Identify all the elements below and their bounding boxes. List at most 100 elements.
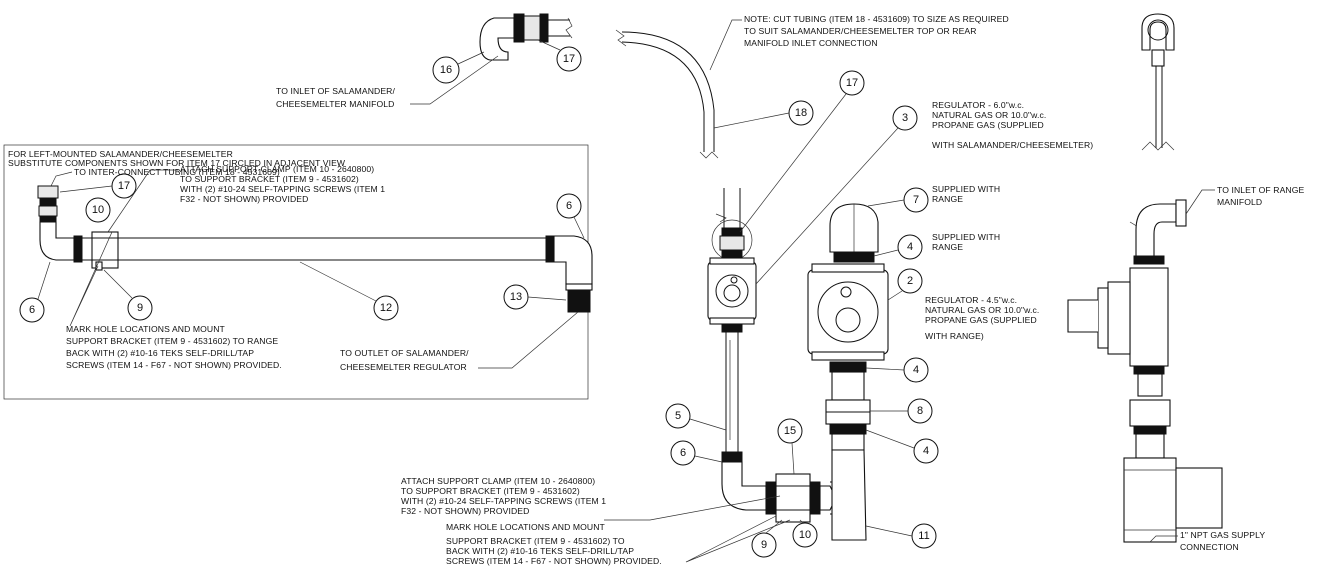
top-elbow-16 bbox=[479, 17, 515, 61]
svg-text:5: 5 bbox=[675, 410, 681, 422]
leader bbox=[107, 169, 178, 233]
leader bbox=[709, 19, 742, 71]
side-view-tee bbox=[1123, 457, 1177, 543]
balloon-17-inset: 17 bbox=[111, 173, 137, 199]
svg-text:4: 4 bbox=[913, 364, 919, 376]
inset-fitting bbox=[565, 283, 593, 291]
svg-text:12: 12 bbox=[380, 302, 392, 314]
balloon-16: 16 bbox=[432, 56, 460, 84]
balloon-4-a: 4 bbox=[897, 234, 923, 260]
break-line bbox=[715, 213, 727, 223]
svg-text:2: 2 bbox=[907, 275, 913, 287]
to-outlet-salamander-label: TO OUTLET OF SALAMANDER/ CHEESEMELTER RE… bbox=[340, 348, 471, 372]
top-nut bbox=[513, 13, 525, 43]
balloon-13: 13 bbox=[503, 284, 529, 310]
break-line bbox=[699, 151, 719, 159]
svg-text:16: 16 bbox=[440, 64, 452, 76]
balloon-6-main: 6 bbox=[670, 440, 696, 466]
mark-hole-inset-label: MARK HOLE LOCATIONS AND MOUNT SUPPORT BR… bbox=[66, 324, 282, 370]
balloon-6-inset-right: 6 bbox=[556, 193, 582, 219]
leader bbox=[1149, 535, 1178, 543]
to-interconnect-label: TO INTER-CONNECT TUBING (ITEM 18 - 45316… bbox=[74, 167, 280, 177]
elbow-6 bbox=[721, 461, 767, 511]
tube-18 bbox=[621, 41, 705, 152]
svg-text:9: 9 bbox=[137, 302, 143, 314]
tee-11 bbox=[831, 449, 867, 541]
break-line bbox=[565, 17, 573, 39]
balloon-9-inset: 9 bbox=[127, 295, 153, 321]
balloon-6-inset-left: 6 bbox=[19, 297, 45, 323]
tube-18 bbox=[621, 31, 715, 152]
balloon-9-main: 9 bbox=[751, 532, 777, 558]
inset-elbow-left bbox=[39, 221, 75, 261]
leader bbox=[1185, 189, 1215, 215]
leader bbox=[604, 495, 781, 521]
balloon-10-inset: 10 bbox=[85, 197, 111, 223]
to-inlet-salamander-label: TO INLET OF SALAMANDER/ CHEESEMELTER MAN… bbox=[276, 86, 397, 109]
balloon-8: 8 bbox=[907, 398, 933, 424]
svg-text:4: 4 bbox=[907, 241, 913, 253]
balloon-18: 18 bbox=[788, 100, 814, 126]
side-view-fitting bbox=[1141, 13, 1175, 51]
svg-text:18: 18 bbox=[795, 107, 807, 119]
balloon-15: 15 bbox=[777, 418, 803, 444]
svg-text:13: 13 bbox=[510, 291, 522, 303]
top-fitting-17 bbox=[523, 15, 541, 41]
nut-4 bbox=[833, 251, 875, 263]
left-mounted-title: FOR LEFT-MOUNTED SALAMANDER/CHEESEMELTER… bbox=[8, 149, 346, 168]
break-line bbox=[1141, 141, 1175, 151]
svg-text:17: 17 bbox=[118, 180, 130, 192]
side-view-elbow bbox=[1135, 203, 1177, 257]
svg-text:6: 6 bbox=[29, 304, 35, 316]
balloon-2: 2 bbox=[897, 268, 923, 294]
nut bbox=[721, 451, 743, 463]
to-inlet-range-label: TO INLET OF RANGE MANIFOLD bbox=[1217, 185, 1307, 207]
top-nut bbox=[539, 13, 549, 43]
leader bbox=[49, 171, 73, 189]
regulator-3 bbox=[707, 261, 757, 321]
svg-text:7: 7 bbox=[913, 194, 919, 206]
leader bbox=[478, 311, 579, 369]
svg-text:17: 17 bbox=[846, 77, 858, 89]
balloon-3: 3 bbox=[892, 105, 918, 131]
balloon-17-top: 17 bbox=[556, 46, 582, 72]
regulator-range-label: REGULATOR - 4.5"w.c. NATURAL GAS OR 10.0… bbox=[925, 295, 1042, 341]
nut bbox=[721, 227, 743, 237]
side-view-regulator bbox=[1129, 267, 1169, 367]
nut-4 bbox=[829, 361, 867, 373]
clamp-10 bbox=[775, 473, 811, 523]
leader bbox=[410, 55, 499, 105]
leader bbox=[69, 231, 113, 327]
balloon-12: 12 bbox=[373, 295, 399, 321]
nut bbox=[721, 249, 743, 259]
regulator-top-label: REGULATOR - 6.0"w.c. NATURAL GAS OR 10.0… bbox=[932, 100, 1093, 150]
mark-hole-main-label: MARK HOLE LOCATIONS AND MOUNT SUPPORT BR… bbox=[446, 522, 662, 566]
inset-nut bbox=[545, 235, 555, 263]
balloon-5: 5 bbox=[665, 403, 691, 429]
balloon-4-b: 4 bbox=[903, 357, 929, 383]
svg-text:6: 6 bbox=[680, 447, 686, 459]
svg-text:10: 10 bbox=[92, 204, 104, 216]
svg-text:17: 17 bbox=[563, 53, 575, 65]
note-cut-tubing: NOTE: CUT TUBING (ITEM 18 - 4531609) TO … bbox=[744, 14, 1011, 48]
svg-text:9: 9 bbox=[761, 539, 767, 551]
nut bbox=[809, 481, 821, 515]
svg-text:11: 11 bbox=[918, 530, 929, 542]
inset-nut bbox=[39, 215, 57, 223]
nut bbox=[721, 323, 743, 333]
inset-nut bbox=[39, 197, 57, 207]
balloon-4-c: 4 bbox=[913, 438, 939, 464]
attach-clamp-main-label: ATTACH SUPPORT CLAMP (ITEM 10 - 2640800)… bbox=[401, 476, 609, 516]
break-line bbox=[615, 29, 627, 47]
svg-text:8: 8 bbox=[917, 405, 923, 417]
nut-4 bbox=[829, 423, 867, 435]
side-view-union bbox=[1129, 399, 1171, 427]
balloon-11: 11 bbox=[911, 523, 937, 549]
svg-text:4: 4 bbox=[923, 445, 929, 457]
svg-text:15: 15 bbox=[784, 425, 796, 437]
inset-bracket-9 bbox=[95, 261, 103, 271]
attach-clamp-inset-label: ATTACH SUPPORT CLAMP (ITEM 10 - 2640800)… bbox=[180, 164, 388, 204]
supplied-with-range-4: SUPPLIED WITH RANGE bbox=[932, 232, 1003, 252]
balloon-17-mid: 17 bbox=[839, 70, 865, 96]
